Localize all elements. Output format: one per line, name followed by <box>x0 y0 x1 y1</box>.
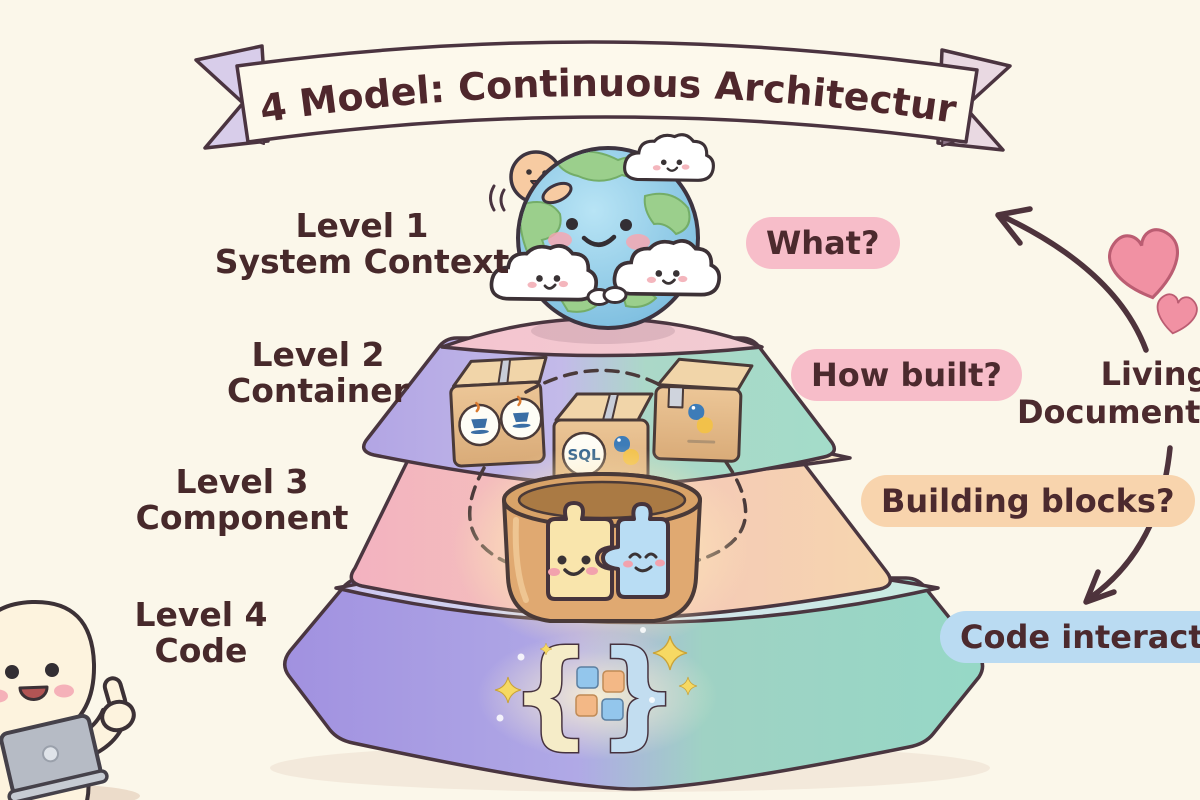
python-icon <box>688 403 713 434</box>
level1-subtitle: System Context <box>214 242 510 282</box>
level3-subtitle: Component <box>135 498 349 538</box>
living-doc-line2: Documentation <box>1016 392 1200 431</box>
level2-subtitle: Container <box>227 371 409 411</box>
question-building-blocks-badge: Building blocks? <box>861 475 1195 527</box>
ribbon-banner-icon <box>194 40 1012 152</box>
puzzle-piece-yellow <box>546 501 614 601</box>
package-box-right <box>652 357 754 463</box>
question-code-interactions-badge: Code interactions <box>940 611 1200 663</box>
code-square-blue <box>576 666 599 689</box>
level4-label: Level 4 Code <box>51 595 351 671</box>
code-square-blue <box>601 698 624 721</box>
heart-icon <box>1106 226 1199 337</box>
level1-name: Level 1 <box>295 206 429 245</box>
puzzle-piece-blue <box>601 502 670 599</box>
sparkle-dots <box>496 627 655 722</box>
level2-name: Level 2 <box>251 335 385 374</box>
curved-arrow-up <box>995 206 1149 353</box>
brace-left-glyph: { <box>510 626 593 761</box>
living-documentation-label: Living Documentation <box>1005 355 1200 432</box>
fist <box>100 699 136 733</box>
living-doc-line1: Living <box>1100 355 1200 393</box>
level3-label: Level 3 Component <box>92 462 392 538</box>
level1-label: Level 1 System Context <box>212 206 512 282</box>
question-how-built-badge: How built? <box>791 349 1022 401</box>
cloud-icon <box>489 133 722 306</box>
laptop-icon <box>0 713 109 800</box>
level4-subtitle: Code <box>154 631 248 671</box>
level2-label: Level 2 Container <box>168 335 468 411</box>
code-square-orange <box>575 694 598 717</box>
mascot-character <box>0 599 140 800</box>
level4-name: Level 4 <box>134 595 268 634</box>
code-square-orange <box>602 670 625 693</box>
level3-name: Level 3 <box>175 462 309 501</box>
question-what-badge: What? <box>746 217 900 269</box>
curved-arrow-down <box>1083 445 1173 605</box>
package-box-left <box>449 355 548 468</box>
